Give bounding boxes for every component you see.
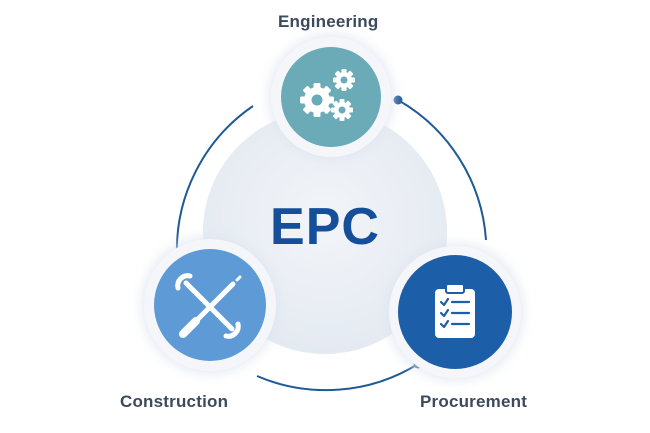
cycle-arc-procurement-to-construction bbox=[256, 363, 419, 392]
wrench-screwdriver-icon bbox=[175, 273, 242, 339]
construction-label: Construction bbox=[120, 392, 229, 411]
cycle-arc-construction-to-engineering bbox=[175, 105, 254, 258]
center-title: EPC bbox=[270, 198, 380, 256]
node-engineering bbox=[269, 35, 393, 159]
clipboard-checklist-icon bbox=[435, 283, 475, 338]
node-construction bbox=[142, 237, 278, 373]
engineering-label: Engineering bbox=[278, 12, 379, 31]
node-procurement bbox=[387, 244, 523, 380]
gears-icon bbox=[300, 69, 355, 121]
cycle-dot bbox=[393, 95, 403, 105]
cycle-arc-engineering-to-procurement bbox=[397, 99, 487, 241]
procurement-label: Procurement bbox=[420, 392, 528, 411]
